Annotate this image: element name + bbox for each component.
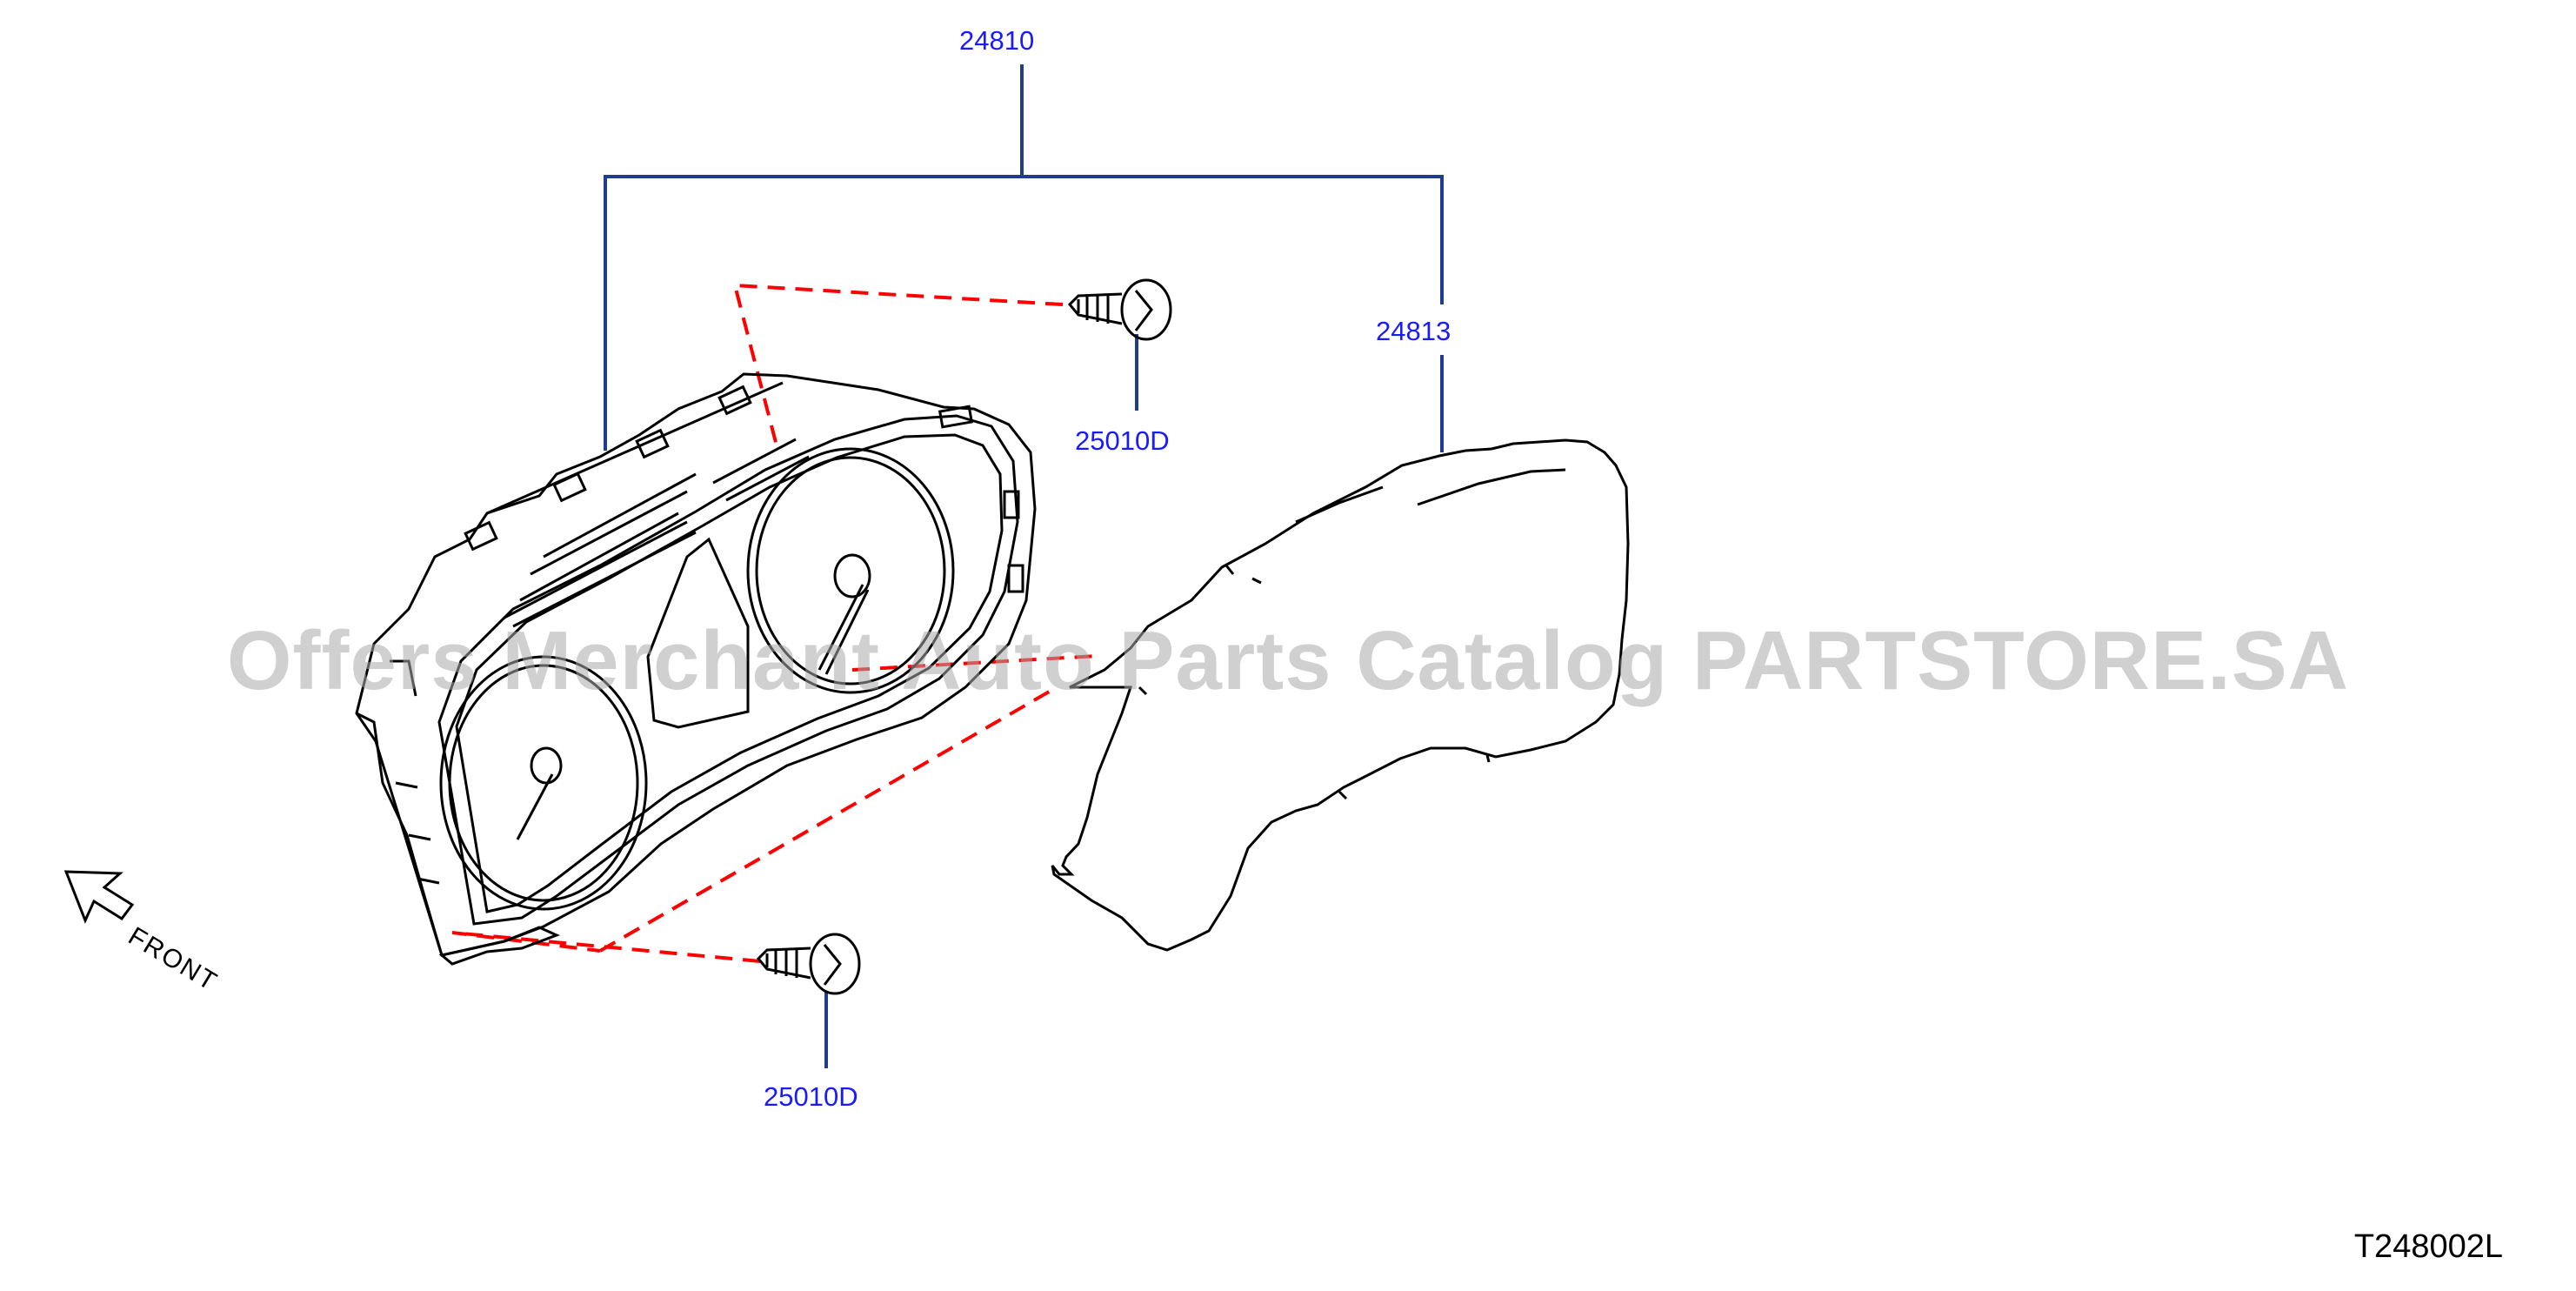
meter-lens-24813	[1051, 438, 1630, 952]
tachometer-dial-inner	[448, 664, 639, 902]
leader-24810-bracket	[604, 175, 1444, 451]
screw-bottom-slot	[823, 944, 842, 986]
callout-24813[interactable]: 24813	[1376, 316, 1452, 346]
guide-bottom-screw	[451, 931, 761, 963]
callout-25010d-top[interactable]: 25010D	[1075, 425, 1170, 456]
left-bracket-ribs	[390, 659, 440, 885]
leader-lines	[604, 64, 1444, 1068]
meter-bezel-inner	[455, 433, 1004, 913]
tachometer-hub	[530, 746, 563, 785]
guide-lens-bottom	[599, 686, 1058, 953]
center-display	[646, 537, 750, 729]
meter-bezel	[437, 414, 1019, 926]
left-bracket	[356, 712, 444, 956]
screw-top-slot	[1134, 290, 1153, 331]
speedometer-dial	[746, 447, 955, 694]
lens-edge-marks	[1138, 565, 1491, 800]
guide-top-screw	[732, 283, 1064, 453]
speedometer-dial-inner	[755, 456, 946, 686]
lens-inner-highlight	[1295, 468, 1566, 524]
screw-bottom-head	[809, 933, 861, 995]
tachometer-dial	[439, 655, 648, 911]
front-arrow-icon	[63, 870, 135, 924]
callout-25010d-bottom[interactable]: 25010D	[764, 1081, 858, 1112]
guide-lens-top	[851, 654, 1098, 672]
bottom-flange	[438, 926, 560, 966]
screw-bottom-shank	[756, 947, 811, 980]
screw-top-shank	[1067, 292, 1123, 325]
screw-top-head	[1120, 278, 1172, 341]
meter-housing-outline	[355, 372, 1037, 957]
speedometer-needle-edge	[824, 589, 870, 675]
dashed-guides	[451, 283, 1098, 963]
diagram-id: T248002L	[2353, 1228, 2503, 1265]
housing-tabs	[464, 385, 1024, 593]
speedometer-hub	[833, 553, 871, 599]
callout-24810[interactable]: 24810	[959, 25, 1035, 56]
screw-bottom	[756, 933, 861, 995]
tachometer-needle	[516, 773, 554, 840]
meter-assembly-24810	[355, 372, 1037, 966]
lens-outline	[1051, 438, 1630, 952]
housing-ribs	[486, 381, 810, 628]
screw-top	[1067, 278, 1172, 341]
speedometer-needle	[818, 584, 864, 671]
